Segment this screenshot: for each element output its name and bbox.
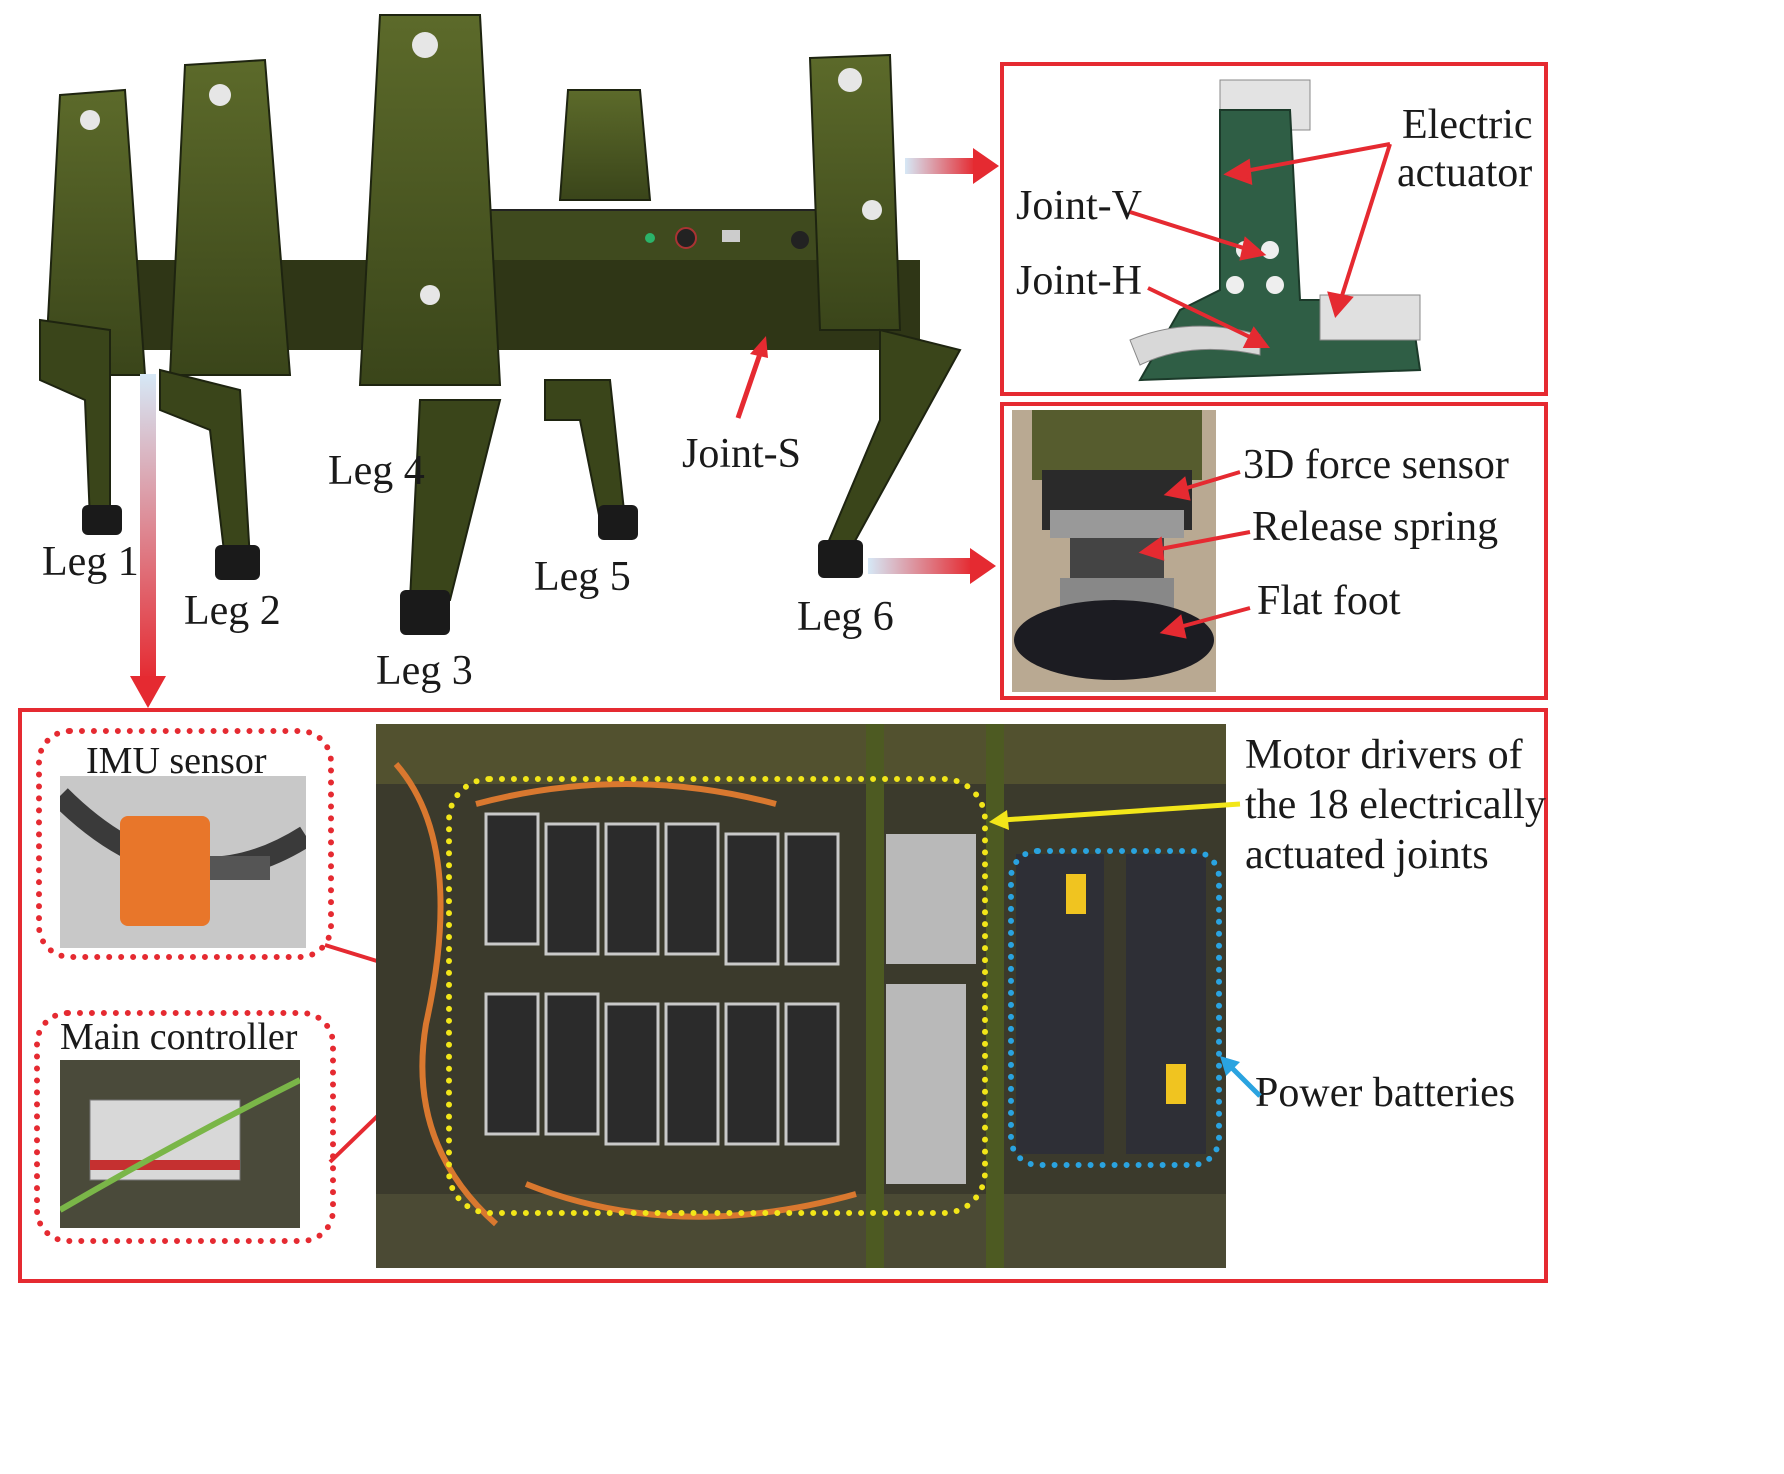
main-controller-callout <box>34 1010 336 1244</box>
imu-sensor-callout <box>36 728 334 960</box>
motor-drivers-highlight <box>446 776 988 1216</box>
electronics-panel-frame <box>18 708 1548 1283</box>
release-spring-label: Release spring <box>1252 504 1499 550</box>
leg-1-label: Leg 1 <box>42 539 139 585</box>
joint-h-label: Joint-H <box>1016 258 1142 304</box>
leg-2-label: Leg 2 <box>184 588 281 634</box>
motor-drivers-label-line3: actuated joints <box>1245 832 1489 878</box>
foot-panel-arrows <box>1138 470 1251 639</box>
power-batteries-label: Power batteries <box>1255 1070 1516 1116</box>
imu-sensor-photo <box>60 776 306 948</box>
actuator-panel-frame <box>1000 62 1548 396</box>
foot-panel-frame <box>1000 402 1548 700</box>
imu-sensor-label: IMU sensor <box>86 740 267 782</box>
arrow-to-electronics-panel <box>130 374 166 708</box>
power-batteries-highlight <box>1008 848 1222 1168</box>
force-sensor-label: 3D force sensor <box>1243 442 1509 488</box>
flat-foot-label: Flat foot <box>1257 578 1401 624</box>
arrow-to-actuator-panel <box>905 148 999 184</box>
joint-s-arrow <box>735 336 768 419</box>
leg-6-label: Leg 6 <box>797 594 894 640</box>
motor-drivers-label-line2: the 18 electrically <box>1245 782 1546 828</box>
actuator-panel-arrows <box>1129 142 1392 348</box>
main-controller-photo <box>60 1060 300 1228</box>
power-batteries-arrow <box>1220 1056 1262 1098</box>
hexapod-robot-illustration <box>39 14 962 635</box>
leg-5-label: Leg 5 <box>534 554 631 600</box>
foot-photo <box>1012 410 1216 692</box>
main-controller-label: Main controller <box>60 1016 298 1058</box>
electric-actuator-label-line1: Electric <box>1402 102 1533 148</box>
electric-actuator-label-line2: actuator <box>1397 150 1533 196</box>
motor-drivers-arrow <box>989 801 1241 830</box>
motor-drivers-label-line1: Motor drivers of <box>1245 732 1523 778</box>
leg-3-label: Leg 3 <box>376 648 473 694</box>
leg-4-label: Leg 4 <box>328 448 425 494</box>
joint-v-label: Joint-V <box>1016 183 1142 229</box>
joint-s-label: Joint-S <box>682 431 802 477</box>
arrow-to-foot-panel <box>868 548 996 584</box>
